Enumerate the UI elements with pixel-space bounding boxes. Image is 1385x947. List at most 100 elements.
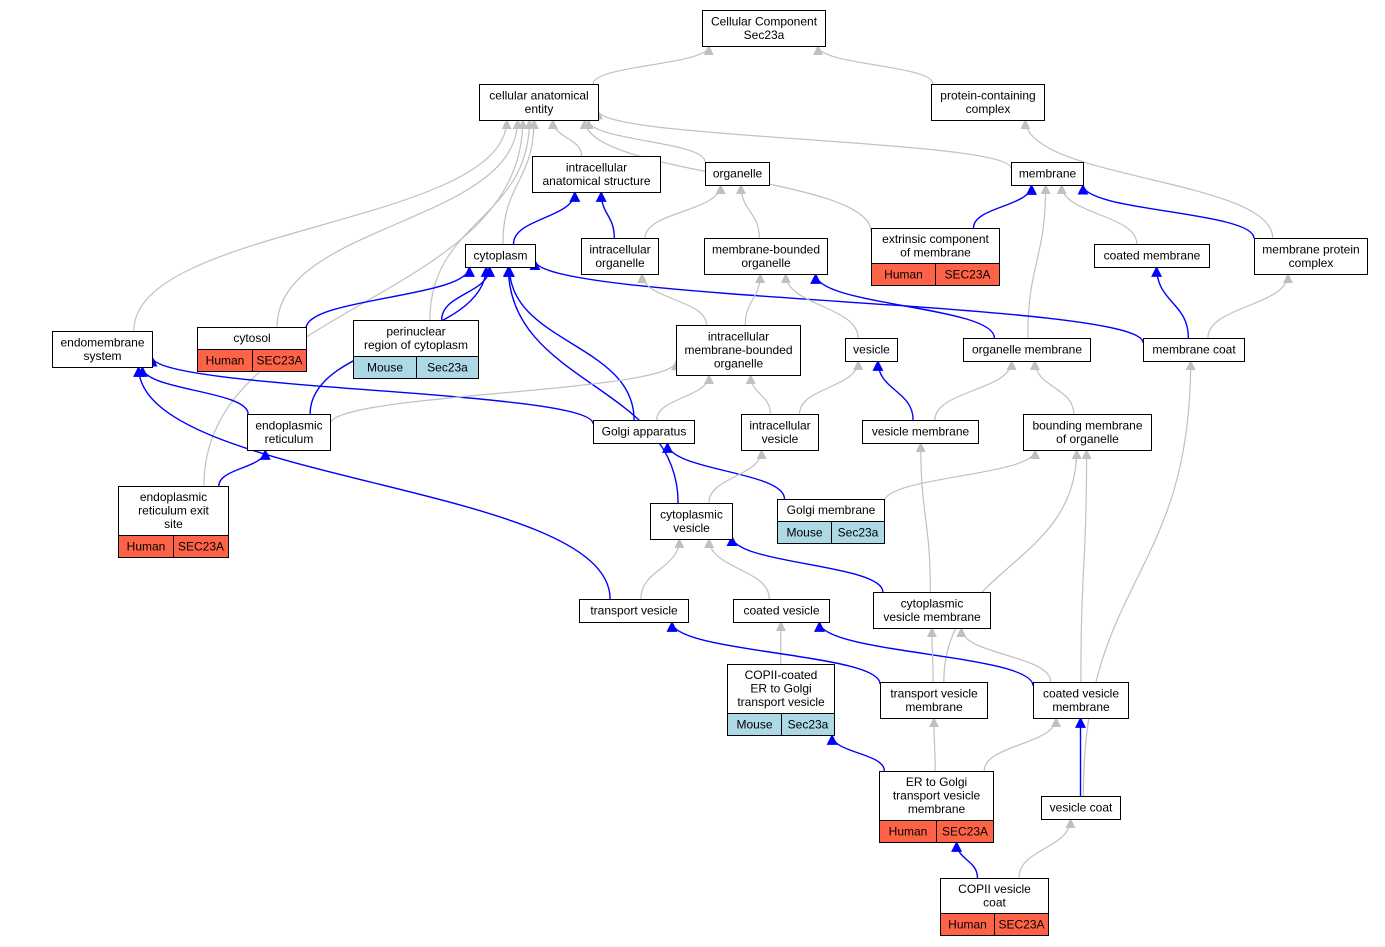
node-label: organelle — [595, 256, 645, 270]
node-label: membrane — [1052, 700, 1110, 714]
node-box — [1041, 796, 1121, 820]
part-of-edge-io-to-ias — [595, 190, 615, 239]
node-label: vesicle coat — [1050, 801, 1113, 815]
gene-tag-cell — [781, 713, 835, 736]
node-box — [532, 156, 661, 193]
node-vesicle-membrane[interactable]: vesicle membrane — [862, 420, 979, 444]
part-of-edge-vesicle-membrane-to-vesicle — [872, 359, 914, 421]
node-label: perinuclear — [386, 324, 445, 338]
is-a-edge-tvm-to-bmo — [943, 449, 1082, 683]
species-label: Mouse — [786, 526, 822, 540]
node-label: intracellular — [589, 242, 650, 256]
gene-label: SEC23A — [998, 918, 1044, 932]
node-transport-vesicle[interactable]: transport vesicle — [579, 599, 689, 623]
node-label: of membrane — [900, 245, 971, 259]
node-vesicle-coat[interactable]: vesicle coat — [1041, 796, 1121, 820]
node-label: region of cytoplasm — [364, 338, 468, 352]
is-a-edge-tvm-to-cvm — [926, 627, 937, 683]
node-label: site — [164, 517, 183, 531]
node-label: bounding membrane — [1032, 418, 1142, 432]
gene-label: SEC23A — [178, 540, 224, 554]
is-a-edge-copii-coat-to-vesicle-coat — [1018, 818, 1076, 879]
node-label: endoplasmic — [140, 490, 207, 504]
node-box — [479, 84, 599, 121]
node-label: of organelle — [1056, 432, 1119, 446]
is-a-edge-cae-to-cc-root — [592, 45, 714, 85]
part-of-edge-copii-coat-to-er-golgi-tvm — [951, 840, 979, 879]
node-label: coated vesicle — [1043, 686, 1119, 700]
part-of-edge-cytoplasm-to-ias — [512, 190, 581, 245]
is-a-edge-coated-vm-to-cvm — [956, 627, 1052, 683]
node-label: intracellular — [749, 418, 810, 432]
node-coated-membrane[interactable]: coated membrane — [1094, 244, 1210, 268]
node-golgi[interactable]: Golgi apparatus — [593, 420, 695, 444]
gene-label: SEC23A — [942, 825, 988, 839]
node-coated-vesicle[interactable]: coated vesicle — [733, 599, 830, 623]
node-box — [1143, 338, 1245, 362]
is-a-edge-cvm-to-vesicle-membrane — [915, 442, 931, 593]
node-cytoplasm[interactable]: cytoplasm — [465, 244, 536, 268]
part-of-edge-golgi-membrane-to-golgi — [662, 441, 786, 500]
is-a-edge-membrane-coat-to-mpc — [1207, 273, 1293, 339]
node-box — [593, 420, 695, 444]
node-label: coat — [983, 895, 1006, 909]
part-of-edge-membrane-coat-to-coated-membrane — [1151, 265, 1190, 339]
node-label: coated membrane — [1104, 249, 1201, 263]
node-label: transport vesicle — [590, 604, 678, 618]
node-label: endoplasmic — [255, 418, 322, 432]
node-label: intracellular — [566, 160, 627, 174]
node-label: vesicle — [762, 432, 799, 446]
node-membrane-coat[interactable]: membrane coat — [1143, 338, 1245, 362]
node-box — [247, 414, 331, 451]
node-box — [676, 325, 801, 376]
node-organelle[interactable]: organelle — [705, 162, 770, 186]
gene-label: Sec23a — [427, 361, 468, 375]
node-membrane[interactable]: membrane — [1011, 162, 1084, 186]
gene-label: Sec23a — [788, 718, 829, 732]
node-box — [963, 338, 1091, 362]
node-label: ER to Golgi — [750, 682, 811, 696]
node-organelle-membrane[interactable]: organelle membrane — [963, 338, 1091, 362]
node-box — [862, 420, 979, 444]
node-label: reticulum — [265, 432, 314, 446]
node-box — [581, 238, 659, 275]
node-label: Golgi apparatus — [602, 425, 687, 439]
node-box — [579, 599, 689, 623]
node-label: cellular anatomical — [489, 88, 588, 102]
is-a-edge-imbo-to-io — [637, 273, 708, 326]
node-vesicle[interactable]: vesicle — [845, 338, 898, 362]
part-of-edge-coated-vm-to-coated-vesicle — [814, 620, 1034, 686]
is-a-edge-cytosol-to-cae — [276, 119, 523, 328]
is-a-edge-golgi-to-imbo — [656, 374, 714, 421]
is-a-edge-er-to-imbo — [329, 360, 681, 425]
is-a-edge-mpc-to-pcc — [1020, 119, 1274, 239]
node-box — [465, 244, 536, 268]
node-label: system — [83, 349, 121, 363]
node-box — [704, 238, 828, 275]
